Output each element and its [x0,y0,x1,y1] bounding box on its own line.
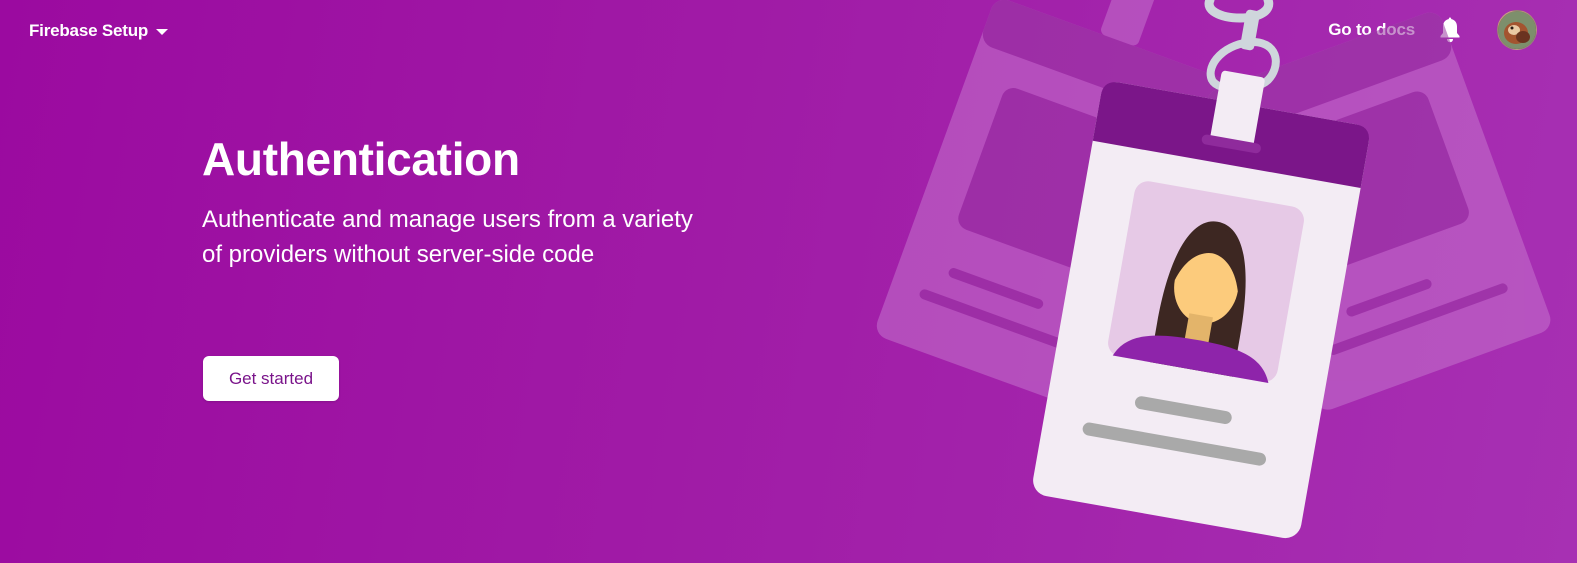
top-actions: Go to docs [1328,10,1537,50]
avatar-photo [1498,11,1536,49]
badge-main [1033,70,1370,539]
page-title: Authentication [202,133,520,185]
caret-down-icon [156,29,169,35]
id-badge-illustration [876,0,1551,539]
get-started-button[interactable]: Get started [203,356,339,401]
page-subtitle: Authenticate and manage users from a var… [202,206,693,268]
project-selector[interactable]: Firebase Setup [29,18,169,44]
project-name: Firebase Setup [29,21,149,40]
avatar[interactable] [1497,10,1537,50]
